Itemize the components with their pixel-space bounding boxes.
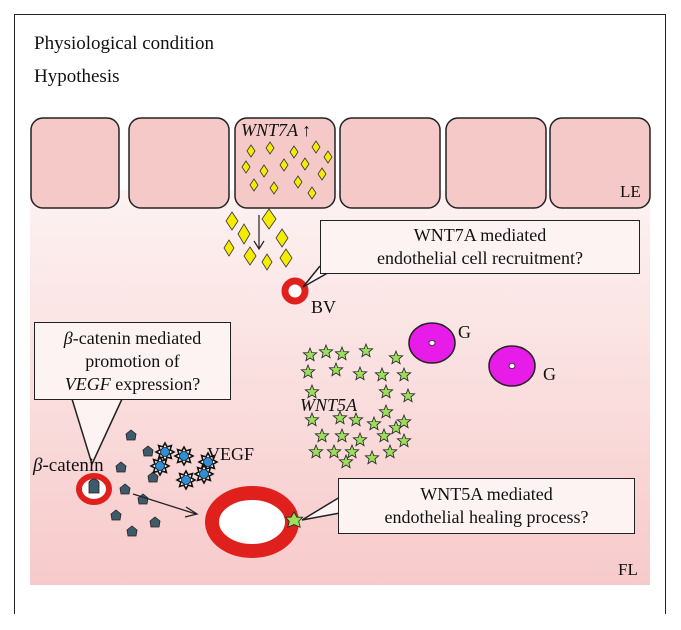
beta-symbol: β	[33, 455, 43, 476]
wnt5a-stars	[300, 342, 416, 469]
beta-symbol: β	[63, 327, 73, 348]
callout-beta-catenin-line1: β-catenin mediated	[35, 327, 230, 350]
wnt5a-star	[388, 349, 404, 365]
gland-1	[408, 322, 456, 364]
callout-wnt5a-line1: WNT5A mediated	[420, 484, 553, 504]
epithelial-cell	[339, 117, 441, 209]
vegf-molecules	[149, 441, 219, 491]
vegf-molecule	[175, 469, 197, 491]
callout-wnt5a-line2: endothelial healing process?	[384, 507, 589, 527]
wnt5a-star	[328, 361, 344, 377]
wnt5a-star	[314, 427, 330, 443]
vegf-molecule	[173, 445, 195, 467]
vegf-molecule	[149, 455, 171, 477]
wnt5a-star	[304, 383, 320, 399]
wnt5a-star	[326, 443, 342, 459]
wnt5a-star	[396, 366, 412, 382]
wnt5a-star	[352, 431, 368, 447]
callout-beta-catenin-line3: VEGF expression?	[35, 373, 230, 396]
wnt5a-star	[396, 432, 412, 448]
callout-beta-catenin-pointer	[71, 398, 123, 467]
wnt5a-star	[302, 346, 318, 362]
vegf-label: VEGF	[207, 444, 255, 464]
secretion-arrow	[253, 215, 265, 251]
wnt5a-star	[348, 411, 364, 427]
fl-label: FL	[618, 560, 638, 579]
wnt5a-star	[382, 443, 398, 459]
callout-beta-catenin-line3-text: expression?	[110, 373, 201, 394]
wnt5a-star	[378, 403, 394, 419]
vegf-arrow	[132, 493, 199, 518]
figure-subtitle: Hypothesis	[34, 66, 120, 87]
wnt5a-star	[308, 443, 324, 459]
wnt5a-star	[334, 345, 350, 361]
bv-label: BV	[311, 297, 337, 317]
wnt7a-diamonds-secreted	[223, 208, 293, 271]
wnt5a-star	[304, 411, 320, 427]
beta-catenin-label: β-catenin	[33, 455, 104, 477]
callout-wnt5a: WNT5A mediated endothelial healing proce…	[338, 478, 635, 534]
vessel-healing-star	[284, 511, 304, 528]
wnt5a-star	[396, 413, 412, 429]
le-label: LE	[620, 182, 641, 201]
epithelial-cell	[445, 117, 547, 209]
wnt5a-star	[364, 449, 380, 465]
callout-wnt7a-line2: endothelial cell recruitment?	[377, 248, 583, 268]
beta-catenin-vessel	[76, 473, 112, 505]
gland-label-2: G	[543, 364, 556, 384]
figure-title: Physiological condition	[34, 33, 214, 54]
wnt7a-diamonds-cell	[241, 140, 333, 200]
wnt5a-star	[358, 342, 374, 358]
callout-beta-catenin: β-catenin mediated promotion of VEGF exp…	[34, 322, 231, 400]
wnt5a-star	[400, 387, 416, 403]
beta-catenin-pentagons	[110, 429, 161, 537]
wnt5a-star	[374, 366, 390, 382]
wnt7a-up-label: WNT7A ↑	[241, 120, 312, 140]
wnt5a-star	[344, 443, 360, 459]
epithelial-cell	[128, 117, 230, 209]
wnt5a-star	[366, 415, 382, 431]
gland-label-1: G	[458, 322, 471, 342]
vegf-molecule	[193, 463, 215, 485]
wnt5a-star	[352, 365, 368, 381]
blood-vessel-small	[281, 277, 309, 305]
vegf-italic: VEGF	[64, 373, 111, 394]
callout-beta-catenin-line1-text: -catenin mediated	[72, 327, 202, 348]
callout-wnt7a: WNT7A mediated endothelial cell recruitm…	[320, 220, 640, 274]
wnt5a-star	[300, 363, 316, 379]
gland-2	[488, 345, 536, 387]
wnt5a-star	[378, 383, 394, 399]
wnt5a-star	[376, 427, 392, 443]
callout-wnt5a-pointer	[301, 496, 341, 521]
epithelial-cell	[549, 117, 651, 209]
callout-wnt7a-line1: WNT7A mediated	[413, 225, 547, 245]
beta-catenin-text: -catenin	[42, 455, 104, 476]
epithelial-cell	[30, 117, 120, 209]
blood-vessel-large	[205, 486, 299, 558]
wnt5a-star	[338, 453, 354, 469]
wnt5a-star	[332, 409, 348, 425]
wnt5a-star	[318, 343, 334, 359]
wnt5a-label: WNT5A	[300, 395, 358, 415]
callout-beta-catenin-line2: promotion of	[85, 350, 180, 371]
wnt5a-star	[334, 427, 350, 443]
